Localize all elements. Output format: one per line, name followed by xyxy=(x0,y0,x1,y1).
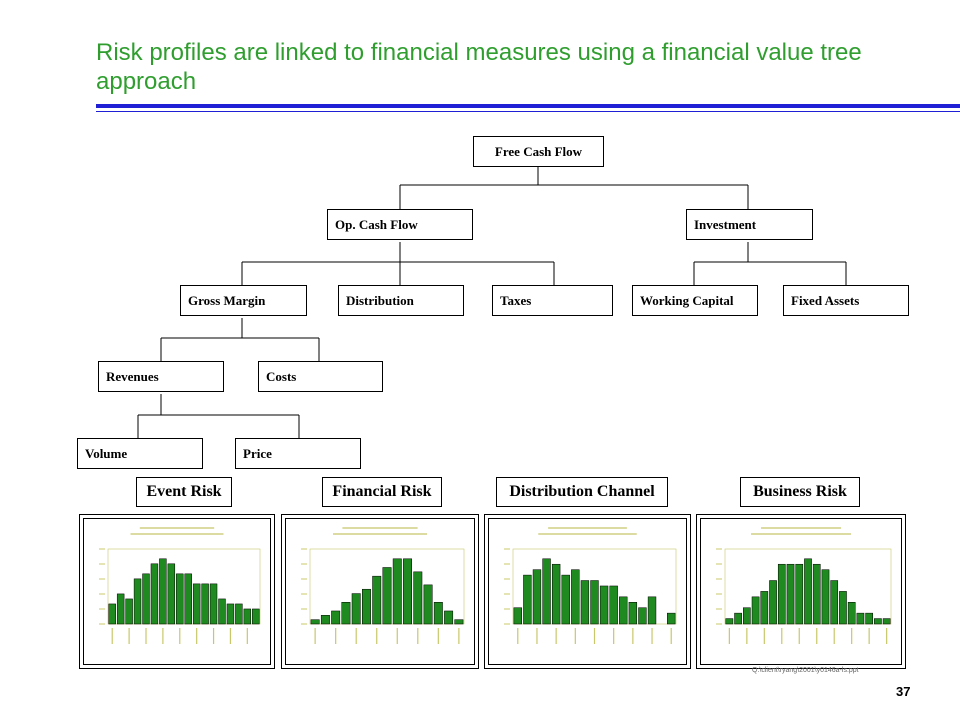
histogram-bar xyxy=(252,608,260,625)
chart-distribution-channel-svg xyxy=(504,527,677,644)
histogram-bar xyxy=(532,569,542,625)
histogram-bar xyxy=(209,583,218,625)
chart-distribution-channel xyxy=(484,514,691,669)
node-distribution: Distribution xyxy=(338,285,464,316)
histogram-bar xyxy=(362,588,371,625)
histogram-bar xyxy=(628,602,638,625)
histogram-bar xyxy=(760,591,769,625)
histogram-bar xyxy=(159,558,167,625)
histogram-bar xyxy=(116,593,125,625)
histogram-bar xyxy=(413,571,423,625)
node-gross-margin: Gross Margin xyxy=(180,285,307,316)
node-costs: Costs xyxy=(258,361,383,392)
histogram-bar xyxy=(382,567,392,625)
histogram-bar xyxy=(638,607,647,625)
histogram-bar xyxy=(812,563,821,625)
histogram-bar xyxy=(619,596,628,625)
histogram-bar xyxy=(433,602,443,625)
risk-label-event: Event Risk xyxy=(136,477,232,507)
histogram-bar xyxy=(777,563,786,625)
histogram-bar xyxy=(725,618,734,625)
histogram-bar xyxy=(551,563,561,625)
footer-file-path: Q:\client\ryang\2001\y0146a-ls.ppt xyxy=(752,667,859,674)
node-op-cash-flow: Op. Cash Flow xyxy=(327,209,473,240)
histogram-bar xyxy=(423,584,433,625)
risk-label-financial: Financial Risk xyxy=(322,477,442,507)
chart-business-risk-svg xyxy=(716,527,892,644)
node-taxes: Taxes xyxy=(492,285,613,316)
risk-label-business: Business Risk xyxy=(740,477,860,507)
histogram-bar xyxy=(609,585,618,625)
histogram-bar xyxy=(403,558,412,625)
histogram-bar xyxy=(599,585,609,625)
histogram-bar xyxy=(351,593,361,625)
histogram-bar xyxy=(392,558,402,625)
histogram-bar xyxy=(580,580,590,625)
histogram-bar xyxy=(341,602,351,625)
histogram-bar xyxy=(513,607,522,625)
title-rule-thin xyxy=(96,111,960,112)
chart-business-risk xyxy=(696,514,906,669)
histogram-bar xyxy=(192,583,201,625)
histogram-bar xyxy=(839,591,847,625)
histogram-bar xyxy=(150,563,159,625)
histogram-bar xyxy=(184,573,192,625)
histogram-bar xyxy=(786,563,795,625)
histogram-bar xyxy=(804,558,812,625)
histogram-bar xyxy=(226,603,235,625)
histogram-bar xyxy=(769,580,777,625)
histogram-bar xyxy=(444,610,454,625)
histogram-bar xyxy=(821,569,830,625)
histogram-bar xyxy=(310,619,320,625)
histogram-bar xyxy=(201,583,209,625)
histogram-bar xyxy=(751,596,760,625)
histogram-bar xyxy=(133,578,142,625)
histogram-bar xyxy=(243,608,252,625)
histogram-bar xyxy=(865,612,873,625)
slide-title: Risk profiles are linked to financial me… xyxy=(96,39,862,95)
node-fixed-assets: Fixed Assets xyxy=(783,285,909,316)
histogram-bar xyxy=(874,618,882,625)
histogram-bar xyxy=(235,603,243,625)
histogram-bar xyxy=(320,615,330,625)
histogram-bar xyxy=(542,558,551,625)
chart-financial-risk-svg xyxy=(301,527,465,644)
histogram-bar xyxy=(667,612,676,625)
histogram-bar xyxy=(734,612,742,625)
histogram-bar xyxy=(523,574,532,625)
histogram-bar xyxy=(647,596,657,625)
node-revenues: Revenues xyxy=(98,361,224,392)
histogram-bar xyxy=(882,618,891,625)
histogram-bar xyxy=(218,598,226,625)
node-free-cash-flow: Free Cash Flow xyxy=(473,136,604,167)
histogram-bar xyxy=(795,563,804,625)
node-working-capital: Working Capital xyxy=(632,285,758,316)
histogram-bar xyxy=(142,573,150,625)
histogram-bar xyxy=(125,598,133,625)
histogram-bar xyxy=(372,575,382,625)
node-investment: Investment xyxy=(686,209,813,240)
title-rule-thick xyxy=(96,104,960,108)
histogram-bar xyxy=(176,573,184,625)
page-number: 37 xyxy=(896,684,911,699)
histogram-bar xyxy=(847,602,856,625)
tree-connectors xyxy=(137,167,847,438)
histogram-bar xyxy=(108,603,116,625)
node-volume: Volume xyxy=(77,438,203,469)
histogram-bar xyxy=(590,580,599,625)
histogram-bar xyxy=(331,610,341,625)
histogram-bar xyxy=(561,574,570,625)
risk-label-distribution-channel: Distribution Channel xyxy=(496,477,668,507)
histogram-bar xyxy=(743,607,751,625)
chart-event-risk-svg xyxy=(99,527,261,644)
histogram-bar xyxy=(830,580,839,625)
histogram-bar xyxy=(856,612,865,625)
node-price: Price xyxy=(235,438,361,469)
chart-financial-risk xyxy=(281,514,479,669)
chart-event-risk xyxy=(79,514,275,669)
histogram-bar xyxy=(454,619,464,625)
histogram-bar xyxy=(571,569,580,625)
plot-area xyxy=(107,548,261,625)
histogram-bar xyxy=(167,563,176,625)
